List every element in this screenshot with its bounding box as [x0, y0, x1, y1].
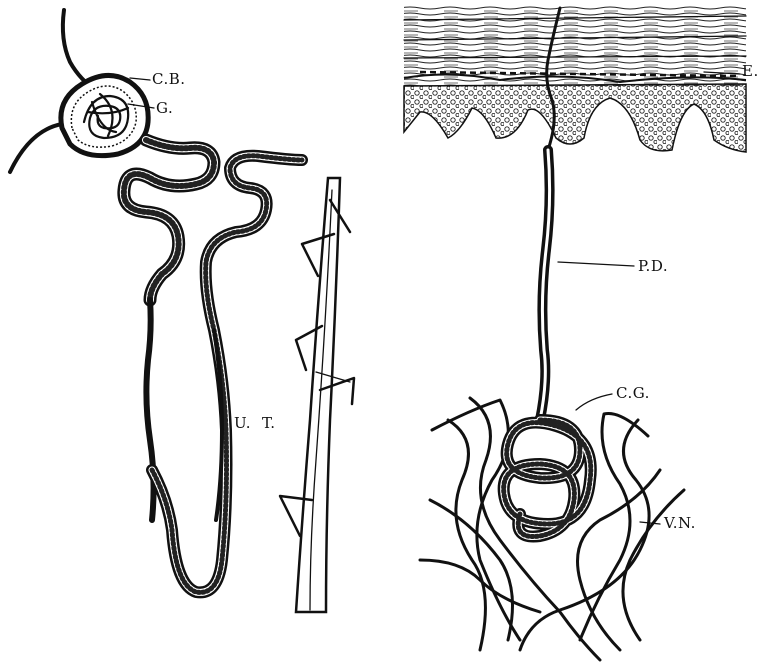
uriniferous-tubule: [124, 140, 302, 592]
label-pd: P.D.: [638, 257, 668, 275]
capsule-bowman: [61, 75, 148, 155]
label-cg: C.G.: [616, 384, 650, 402]
kidney-tubule-figure: [10, 10, 354, 612]
label-vn: V.N.: [664, 514, 696, 532]
label-ut-t: T.: [262, 414, 276, 432]
coiled-gland: [504, 420, 591, 537]
label-cb: C.B.: [152, 70, 186, 88]
dermis-papillae: [404, 84, 746, 152]
epidermis: [404, 6, 746, 86]
leader-cg: [576, 394, 612, 410]
label-ut-u: U.: [234, 414, 251, 432]
leader-cb: [130, 78, 150, 80]
label-g: G.: [156, 99, 173, 117]
sweat-gland-figure: [404, 6, 746, 660]
leader-pd: [558, 262, 634, 266]
collecting-tube: [280, 178, 354, 612]
label-e: E.: [742, 62, 759, 80]
